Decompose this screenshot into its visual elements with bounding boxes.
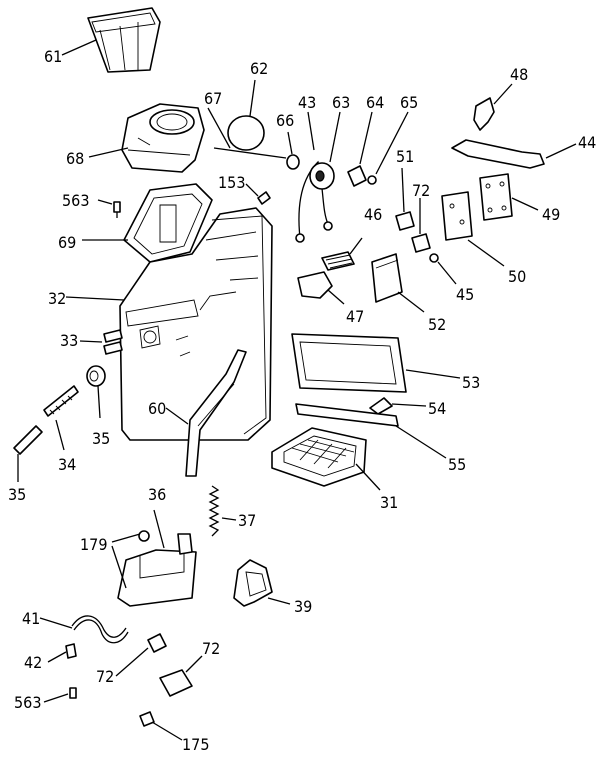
label-35-a: 35 (92, 429, 110, 448)
part-36-mounting-bracket (117, 509, 197, 607)
part-50-bracket (441, 191, 505, 267)
label-42: 42 (24, 653, 42, 672)
label-49: 49 (542, 205, 560, 224)
label-563-b: 563 (14, 693, 41, 712)
part-45-washer (429, 253, 457, 285)
label-39: 39 (294, 597, 312, 616)
label-46: 46 (364, 205, 382, 224)
label-60: 60 (148, 399, 166, 418)
label-36: 36 (148, 485, 166, 504)
part-46-grille (321, 237, 363, 271)
label-66: 66 (276, 111, 294, 130)
part-72-switch-c (159, 655, 203, 697)
part-35-pin-b (13, 425, 43, 482)
label-54: 54 (428, 399, 446, 418)
part-labels: 61 62 67 66 43 63 64 65 48 44 68 153 563… (8, 47, 596, 754)
label-61: 61 (44, 47, 62, 66)
part-65-screw (367, 111, 409, 185)
part-47-cam (297, 271, 345, 305)
part-34-heater-element (43, 385, 79, 451)
part-153-screw (245, 183, 271, 205)
label-43: 43 (298, 93, 316, 112)
part-39-motor-bracket (233, 559, 291, 607)
label-34: 34 (58, 455, 76, 474)
label-72-a: 72 (412, 181, 430, 200)
part-64-knob (347, 111, 373, 187)
part-51-switch (395, 167, 415, 231)
label-563-a: 563 (62, 191, 89, 210)
part-44-lever-arm (451, 139, 577, 169)
part-54-clip (369, 397, 427, 415)
label-50: 50 (508, 267, 526, 286)
label-44: 44 (578, 133, 596, 152)
label-68: 68 (66, 149, 84, 168)
part-42-connector (47, 643, 77, 663)
label-47: 47 (346, 307, 364, 326)
label-53: 53 (462, 373, 480, 392)
label-31: 31 (380, 493, 398, 512)
part-72-switch-a (411, 198, 431, 253)
part-67-rod (207, 107, 287, 159)
label-37: 37 (238, 511, 256, 530)
label-32: 32 (48, 289, 66, 308)
part-61-chute (61, 7, 161, 73)
label-62: 62 (250, 59, 268, 78)
label-69: 69 (58, 233, 76, 252)
part-68-funnel-housing (88, 103, 205, 173)
part-179-screws (111, 533, 141, 589)
label-41: 41 (22, 609, 40, 628)
part-48-bracket (473, 83, 513, 131)
part-175-screw (139, 711, 183, 741)
part-52-cover (371, 253, 425, 313)
label-64: 64 (366, 93, 384, 112)
label-35-b: 35 (8, 485, 26, 504)
part-33-fittings (79, 329, 123, 355)
label-179: 179 (80, 535, 107, 554)
label-33: 33 (60, 331, 78, 350)
part-563-screw-b (43, 687, 77, 703)
label-65: 65 (400, 93, 418, 112)
label-48: 48 (510, 65, 528, 84)
part-53-frame (291, 333, 461, 393)
part-31-grille-tray (271, 427, 381, 491)
label-153: 153 (218, 173, 245, 192)
label-51: 51 (396, 147, 414, 166)
part-63-motor (309, 111, 341, 190)
part-60-ejector-arm (165, 349, 247, 477)
label-63: 63 (332, 93, 350, 112)
label-72-c: 72 (202, 639, 220, 658)
label-72-b: 72 (96, 667, 114, 686)
label-175: 175 (182, 735, 209, 754)
part-62-disc (227, 79, 265, 151)
part-35-grommet-a (86, 365, 106, 419)
part-69-gasket-frame (82, 183, 213, 263)
part-563-screw-a (97, 199, 121, 218)
part-49-plate (479, 173, 539, 221)
part-72-switch-b (115, 633, 167, 677)
part-41-wire-harness (39, 615, 129, 644)
label-45: 45 (456, 285, 474, 304)
label-55: 55 (448, 455, 466, 474)
part-37-spring (208, 485, 237, 537)
part-55-strip (295, 403, 447, 459)
part-66-washer (286, 131, 300, 170)
part-43-wire (295, 111, 333, 243)
label-67: 67 (204, 89, 222, 108)
label-52: 52 (428, 315, 446, 334)
